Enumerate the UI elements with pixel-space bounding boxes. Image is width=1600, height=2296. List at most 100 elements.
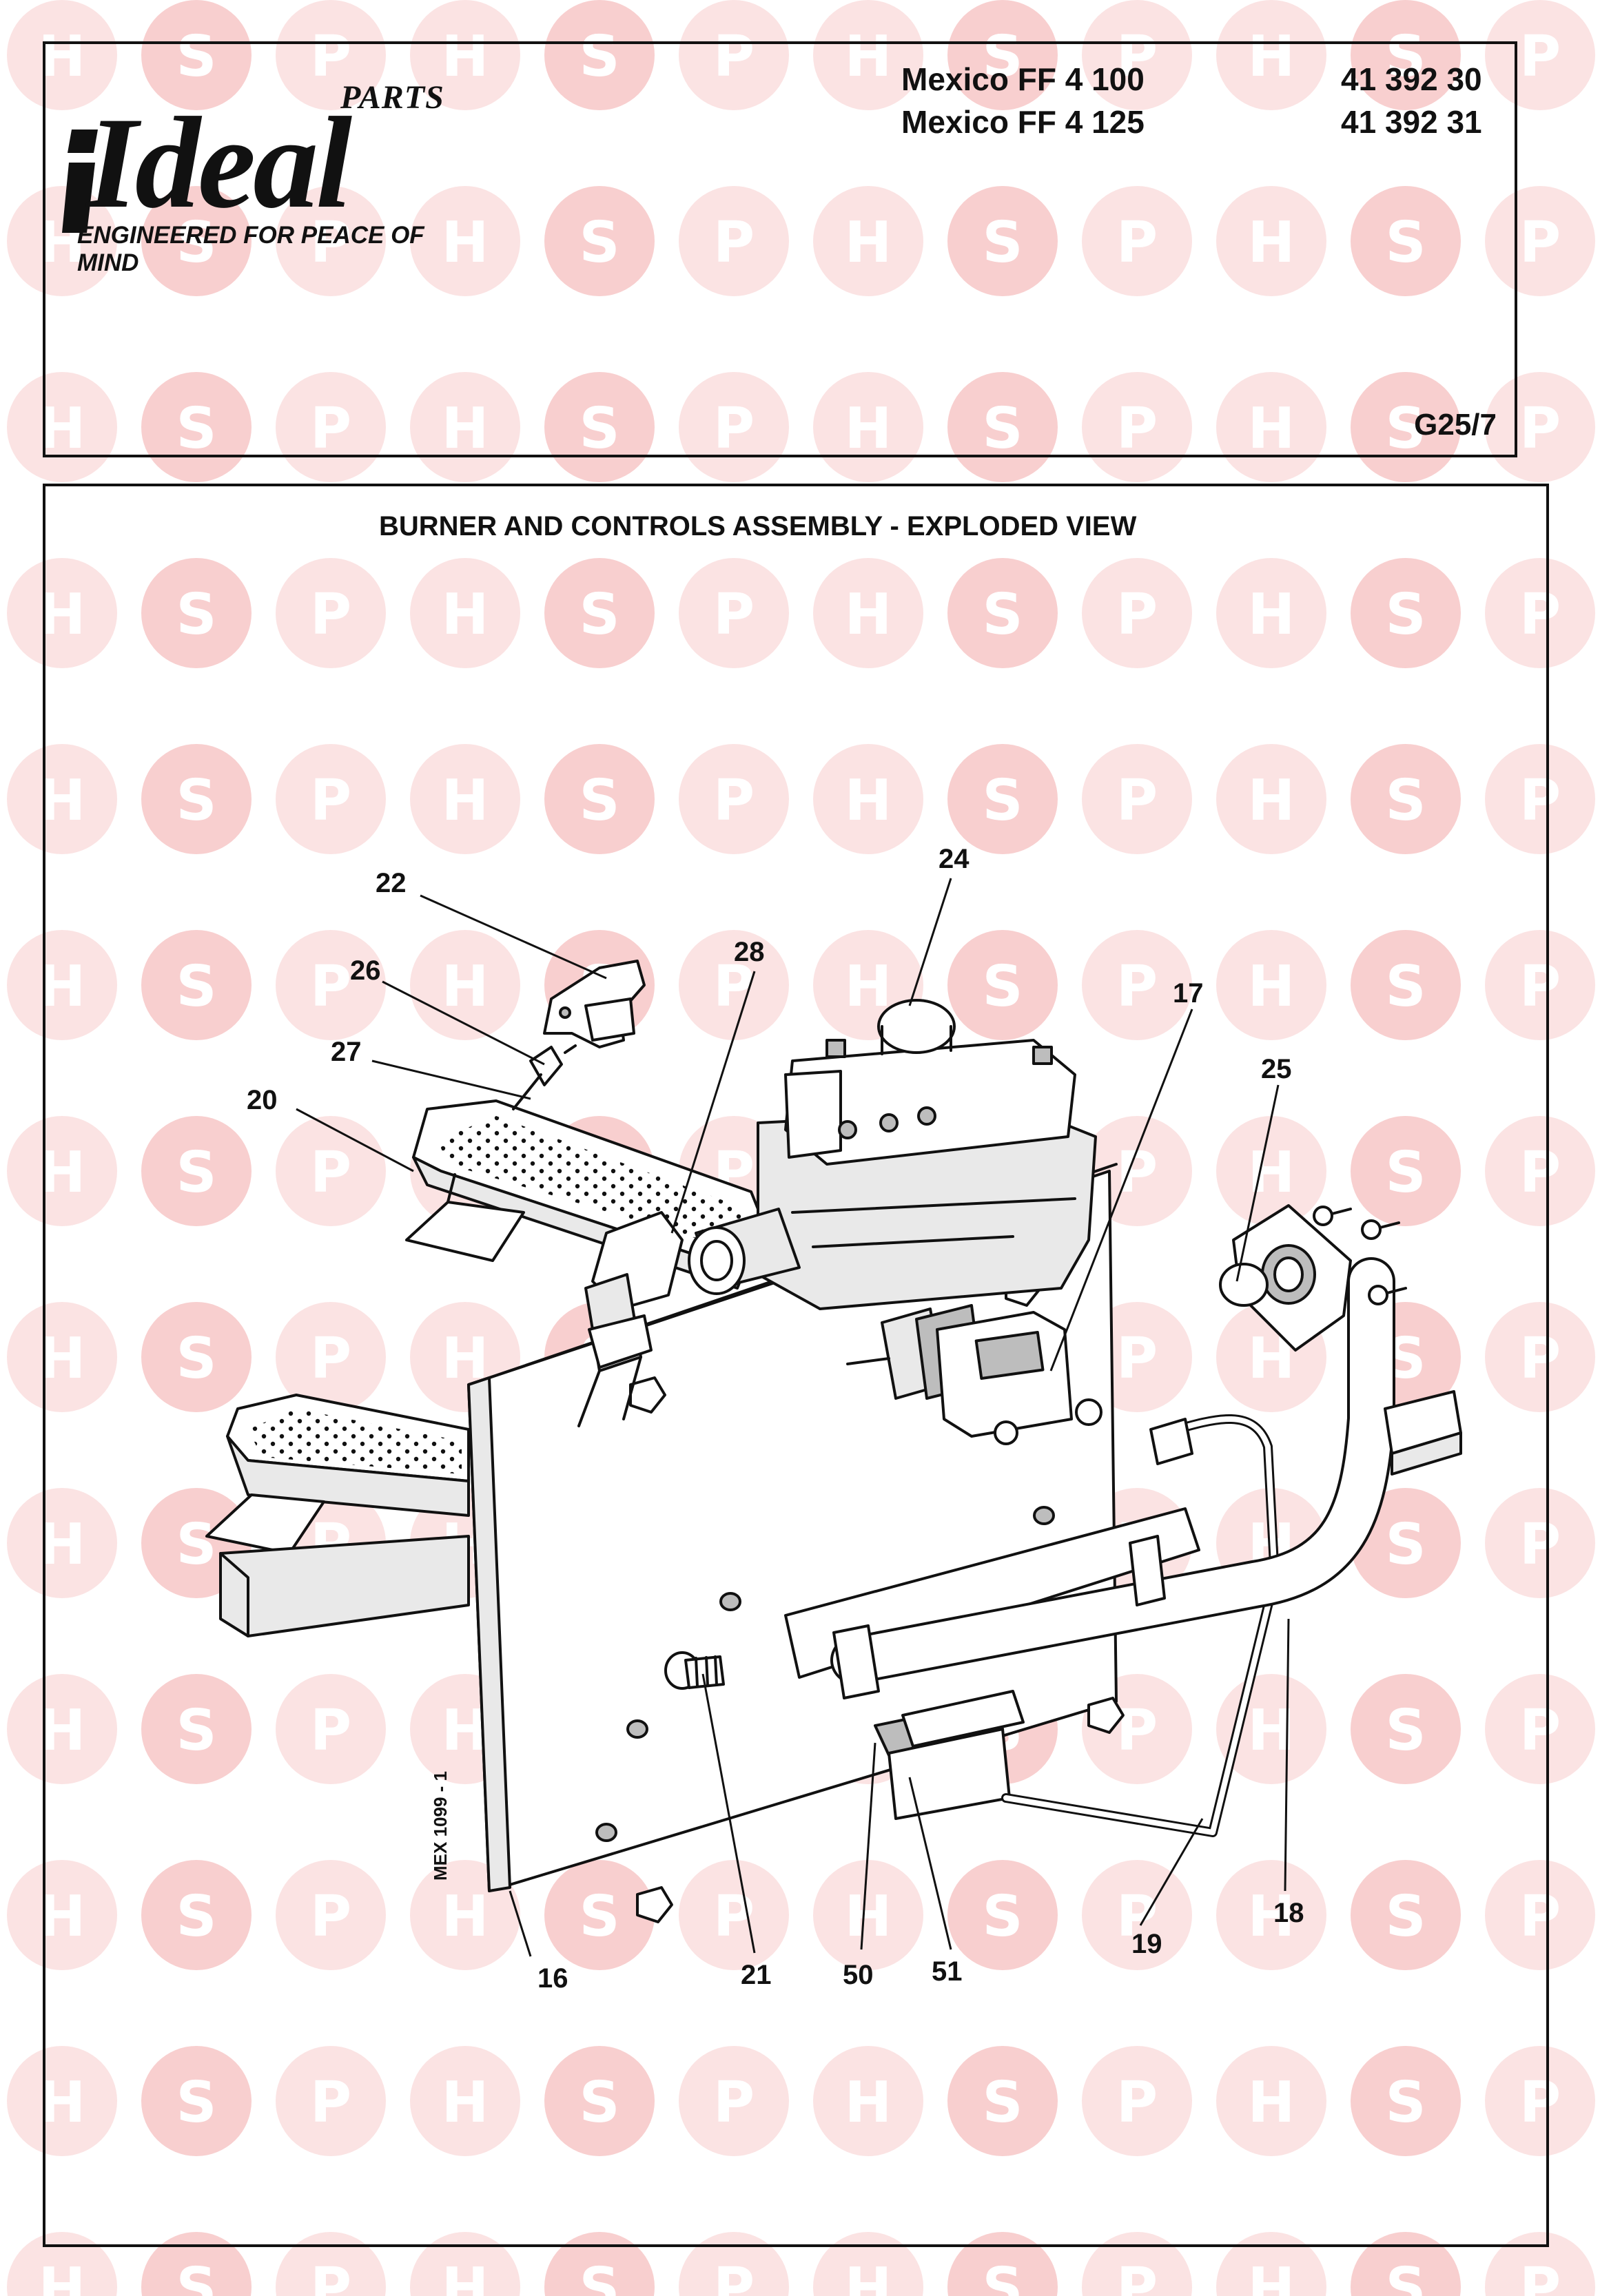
- pipe-flange: [1219, 1204, 1407, 1352]
- watermark-circle: [1351, 930, 1461, 1040]
- watermark-badge: S: [1351, 1860, 1461, 1970]
- watermark-letter: H: [1248, 582, 1295, 648]
- watermark-letter: P: [713, 768, 755, 834]
- watermark-letter: P: [1116, 2070, 1158, 2135]
- watermark-badge: H: [7, 558, 117, 668]
- watermark-badge: H: [7, 1116, 117, 1226]
- watermark-letter: S: [176, 582, 216, 648]
- watermark-letter: P: [1116, 768, 1158, 834]
- watermark-circle: [410, 2046, 520, 2156]
- watermark-badge: P: [679, 1860, 789, 1970]
- gas-inlet-union: [577, 1208, 801, 1427]
- watermark-letter: S: [1385, 1512, 1426, 1578]
- watermark-badge: P: [1485, 186, 1595, 296]
- watermark-circle: [141, 1674, 252, 1784]
- watermark-badge: P: [1485, 1674, 1595, 1784]
- watermark-badge: H: [7, 1860, 117, 1970]
- watermark-letter: P: [310, 24, 351, 90]
- electrode-bracket: [543, 960, 646, 1048]
- watermark-letter: P: [1116, 954, 1158, 1020]
- watermark-letter: H: [39, 2256, 86, 2296]
- watermark-circle: [410, 186, 520, 296]
- watermark-letter: S: [176, 1512, 216, 1578]
- watermark-letter: H: [39, 24, 86, 90]
- watermark-letter: S: [982, 2256, 1023, 2296]
- watermark-letter: S: [982, 24, 1023, 90]
- watermark-badge: P: [1485, 2046, 1595, 2156]
- watermark-circle: [276, 1302, 386, 1412]
- watermark-badge: P: [1485, 744, 1595, 854]
- burner-upper: [405, 1099, 766, 1290]
- burner-manifold-pipe: [830, 1257, 1395, 1699]
- watermark-badge: S: [1351, 930, 1461, 1040]
- callout-18: 18: [1273, 1898, 1304, 1928]
- watermark-badge: S: [947, 1860, 1058, 1970]
- watermark-letter: H: [39, 1512, 86, 1578]
- watermark-letter: S: [579, 2070, 619, 2135]
- watermark-badge: S: [141, 0, 252, 110]
- watermark-circle: [1216, 2046, 1326, 2156]
- watermark-letter: S: [982, 210, 1023, 276]
- watermark-badge: P: [276, 744, 386, 854]
- watermark-circle: [1351, 558, 1461, 668]
- logo-parts-text: PARTS: [340, 79, 444, 116]
- watermark-circle: [7, 2046, 117, 2156]
- watermark-letter: H: [845, 2256, 892, 2296]
- watermark-letter: P: [713, 24, 755, 90]
- watermark-badge: P: [1485, 1116, 1595, 1226]
- watermark-letter: P: [713, 582, 755, 648]
- watermark-badge: H: [7, 930, 117, 1040]
- watermark-letter: P: [310, 1884, 351, 1949]
- watermark-circle: [947, 1860, 1058, 1970]
- watermark-letter: S: [176, 1884, 216, 1949]
- watermark-badge: P: [276, 1302, 386, 1412]
- watermark-circle: [1485, 1302, 1595, 1412]
- model-name: Mexico FF 4 125: [901, 104, 1145, 140]
- callout-27: 27: [331, 1037, 362, 1067]
- watermark-badge: S: [141, 1302, 252, 1412]
- watermark-badge: H: [813, 2046, 923, 2156]
- watermark-badge: P: [679, 930, 789, 1040]
- watermark-badge: P: [276, 1860, 386, 1970]
- watermark-badge: H: [7, 744, 117, 854]
- watermark-letter: P: [713, 954, 755, 1020]
- watermark-letter: S: [1385, 2070, 1426, 2135]
- watermark-circle: [1216, 1116, 1326, 1226]
- watermark-letter: S: [1385, 210, 1426, 276]
- watermark-letter: P: [1519, 1884, 1561, 1949]
- brand-tagline: ENGINEERED FOR PEACE OF MIND: [77, 222, 424, 276]
- watermark-circle: [7, 1488, 117, 1598]
- watermark-badge: P: [276, 2232, 386, 2296]
- watermark-circle: [276, 186, 386, 296]
- watermark-circle: [544, 744, 655, 854]
- watermark-letter: P: [310, 1140, 351, 1206]
- watermark-circle: [141, 930, 252, 1040]
- watermark-circle: [1351, 0, 1461, 110]
- watermark-letter: H: [845, 396, 892, 462]
- watermark-circle: [947, 2046, 1058, 2156]
- watermark-badge: H: [410, 2046, 520, 2156]
- watermark-badge: H: [1216, 2232, 1326, 2296]
- watermark-badge: H: [410, 186, 520, 296]
- callout-50: 50: [843, 1960, 874, 1990]
- watermark-badge: P: [1485, 1302, 1595, 1412]
- watermark-circle: [7, 1860, 117, 1970]
- watermark-circle: [276, 0, 386, 110]
- watermark-letter: P: [310, 954, 351, 1020]
- watermark-badge: S: [141, 2232, 252, 2296]
- watermark-letter: P: [1116, 24, 1158, 90]
- watermark-letter: S: [579, 768, 619, 834]
- callout-28: 28: [734, 937, 765, 967]
- watermark-badge: S: [141, 930, 252, 1040]
- watermark-circle: [1082, 1860, 1192, 1970]
- watermark-badge: P: [276, 930, 386, 1040]
- watermark-badge: P: [1485, 2232, 1595, 2296]
- watermark-circle: [1351, 1116, 1461, 1226]
- watermark-letter: P: [1519, 768, 1561, 834]
- watermark-badge: S: [141, 744, 252, 854]
- watermark-letter: H: [442, 954, 489, 1020]
- watermark-badge: H: [1216, 2046, 1326, 2156]
- watermark-circle: [141, 2046, 252, 2156]
- watermark-circle: [7, 2232, 117, 2296]
- watermark-letter: S: [579, 582, 619, 648]
